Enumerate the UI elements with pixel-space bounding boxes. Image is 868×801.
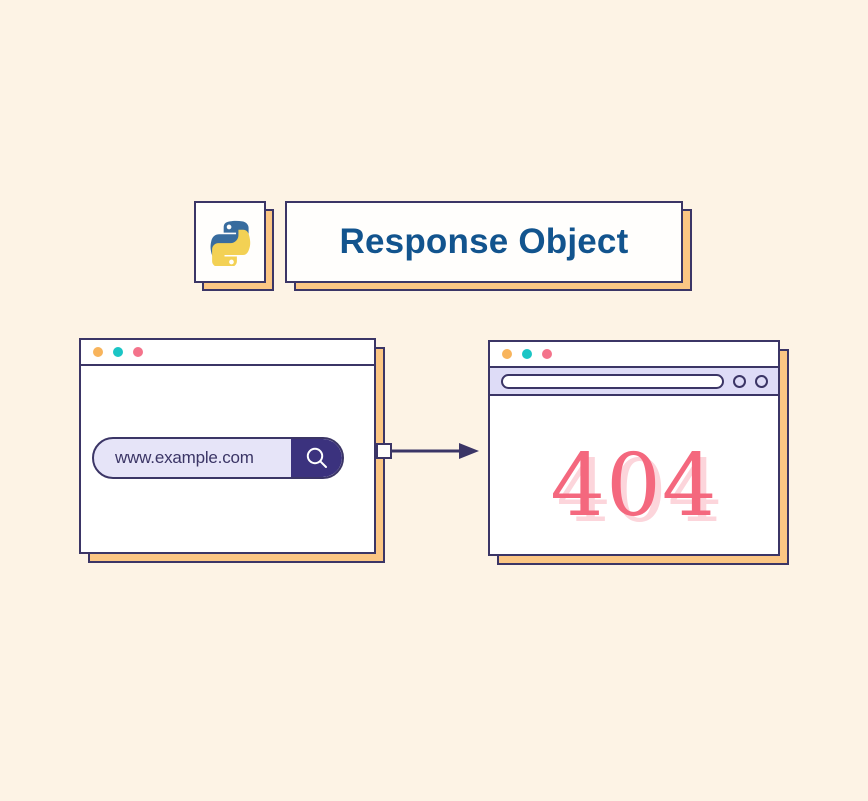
title-card: Response Object	[285, 201, 683, 283]
python-badge	[194, 201, 266, 283]
dot-pink-icon[interactable]	[542, 349, 552, 359]
dot-amber-icon[interactable]	[502, 349, 512, 359]
search-button[interactable]	[291, 439, 342, 477]
request-window-titlebar	[81, 340, 374, 366]
search-input[interactable]: www.example.com	[115, 448, 254, 467]
url-input[interactable]	[501, 373, 724, 389]
response-window-body: 404	[490, 396, 778, 554]
connector-node	[376, 443, 392, 459]
dot-pink-icon[interactable]	[133, 347, 143, 357]
toolbar-circle-1-icon[interactable]	[733, 374, 746, 388]
error-code-404: 404	[550, 436, 718, 536]
response-browser-window: 404	[488, 340, 780, 556]
search-bar[interactable]: www.example.com	[92, 437, 344, 479]
toolbar-circle-2-icon[interactable]	[755, 374, 768, 388]
request-browser-window: www.example.com	[79, 338, 376, 554]
response-window-toolbar	[490, 368, 778, 396]
search-icon	[306, 447, 327, 468]
dot-amber-icon[interactable]	[93, 347, 103, 357]
arrow-right-icon	[391, 443, 479, 459]
request-window-body: www.example.com	[81, 366, 374, 552]
dot-teal-icon[interactable]	[113, 347, 123, 357]
python-logo-icon	[210, 220, 251, 266]
dot-teal-icon[interactable]	[522, 349, 532, 359]
page-title: Response Object	[339, 222, 629, 261]
response-window-titlebar	[490, 342, 778, 368]
